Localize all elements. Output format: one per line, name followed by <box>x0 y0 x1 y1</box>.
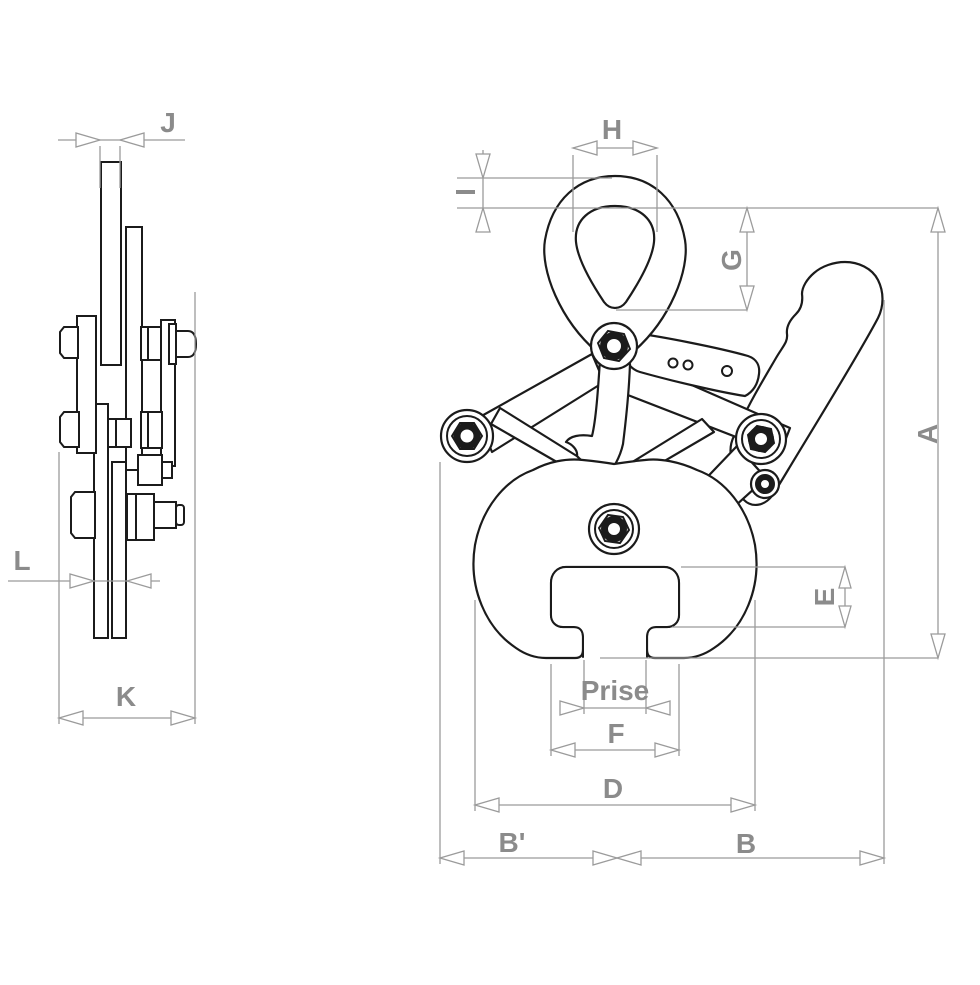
side-view-part <box>59 161 198 639</box>
dim-label-I: I <box>450 188 481 196</box>
arrow-icon <box>570 140 598 156</box>
side-cap-nut-1 <box>175 330 198 358</box>
side-big-nut <box>126 493 155 541</box>
latch-hole-3 <box>721 365 733 377</box>
arrow-icon <box>654 742 682 758</box>
dimension-I: I <box>450 150 938 233</box>
top-pivot-bolt <box>589 321 639 371</box>
left-pivot-bolt <box>439 408 495 464</box>
arrow-icon <box>592 850 620 866</box>
side-bolt-head-2 <box>59 411 80 448</box>
dimension-J: J <box>58 107 185 188</box>
dimension-B: B' B <box>437 300 887 866</box>
side-left-plate <box>76 315 97 454</box>
dim-label-K: K <box>116 681 136 712</box>
arrow-icon <box>739 205 755 233</box>
t-slot-outline <box>550 566 680 658</box>
arrow-icon <box>472 797 500 813</box>
dim-label-A: A <box>912 424 943 444</box>
arrow-icon <box>559 700 587 716</box>
center-body-bolt <box>587 502 641 556</box>
side-bolt-shaft <box>153 501 177 529</box>
dim-label-F: F <box>607 718 624 749</box>
arrow-icon <box>117 132 145 148</box>
side-bolt-cap <box>175 504 185 526</box>
latch-hole-1 <box>667 357 679 369</box>
side-long-plate-right <box>111 461 127 639</box>
dimension-A: A <box>600 205 946 661</box>
side-view: J L K <box>8 107 198 726</box>
arrow-icon <box>730 797 758 813</box>
dimension-L: L <box>8 545 160 589</box>
dimension-K: K <box>56 292 198 726</box>
side-bolt-head-3 <box>70 491 96 539</box>
arrow-icon <box>75 132 103 148</box>
dimension-D: D <box>472 600 758 813</box>
arrow-icon <box>170 710 198 726</box>
side-nut-1 <box>140 326 162 361</box>
arrow-icon <box>475 205 491 233</box>
dim-label-H: H <box>602 114 622 145</box>
lower-link-bolt <box>749 468 781 500</box>
arrow-icon <box>859 850 887 866</box>
dim-label-G: G <box>716 249 747 271</box>
dimension-Prise: Prise <box>559 660 671 716</box>
arrow-icon <box>739 285 755 313</box>
arrow-icon <box>124 573 152 589</box>
dimension-F: F <box>548 664 682 758</box>
side-nut-2a <box>107 418 132 448</box>
arrow-icon <box>632 140 660 156</box>
front-view-part <box>439 174 884 660</box>
arrow-icon <box>930 633 946 661</box>
dimension-G: G <box>616 205 755 313</box>
arrow-icon <box>838 605 852 630</box>
arrow-icon <box>838 564 852 589</box>
dimension-H: H <box>570 114 660 232</box>
arrow-icon <box>614 850 642 866</box>
dim-label-E: E <box>809 588 840 607</box>
dim-label-B: B <box>736 828 756 859</box>
arrow-icon <box>69 573 97 589</box>
dim-label-Prise: Prise <box>581 675 650 706</box>
arrow-icon <box>548 742 576 758</box>
right-pivot-bolt <box>734 412 788 466</box>
dimension-E: E <box>672 564 852 630</box>
side-bolt-head-1 <box>59 326 79 359</box>
side-small-nut <box>137 454 163 486</box>
front-view: H I G A <box>437 114 946 866</box>
latch-hole-2 <box>682 359 694 371</box>
dim-label-B-prime: B' <box>499 827 526 858</box>
dim-label-D: D <box>603 773 623 804</box>
side-washer-1 <box>168 323 177 365</box>
arrow-icon <box>437 850 465 866</box>
arrow-icon <box>643 700 671 716</box>
side-top-plate <box>100 161 122 366</box>
arrow-icon <box>930 205 946 233</box>
arrow-icon <box>475 153 491 181</box>
side-small-tip <box>161 461 173 479</box>
dim-label-L: L <box>13 545 30 576</box>
hook-linkage <box>564 358 632 479</box>
arrow-icon <box>56 710 84 726</box>
side-nut-2b <box>140 411 163 449</box>
dim-label-J: J <box>160 107 176 138</box>
